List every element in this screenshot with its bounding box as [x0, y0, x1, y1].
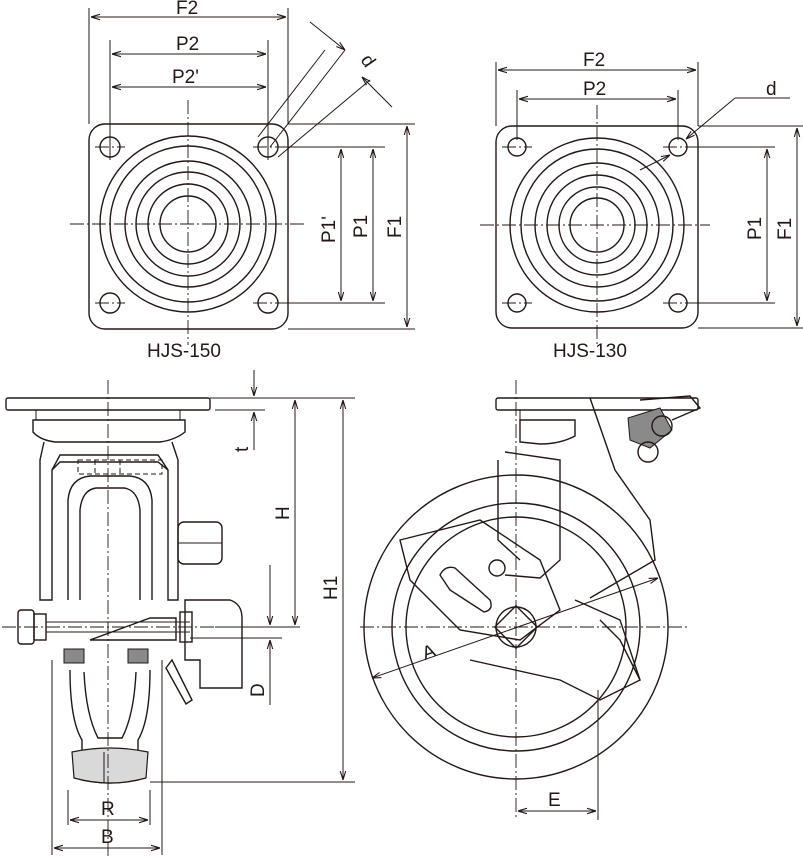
- dim-f1-label: F1: [385, 216, 406, 238]
- dim-h1-label: H1: [321, 576, 342, 600]
- dim-p1-label: P1: [351, 215, 372, 238]
- front-view: t H H1 D R B: [2, 370, 355, 858]
- dim-f1-label: F1: [775, 218, 796, 240]
- dim-p1-prime-label: P1': [319, 216, 340, 243]
- dim-d-label: d: [356, 51, 379, 72]
- dim-h-label: H: [273, 506, 294, 520]
- dim-a-label: A: [420, 641, 439, 665]
- dim-p2-label: P2: [176, 34, 199, 55]
- dim-f2-label: F2: [176, 0, 198, 19]
- dim-d-label: d: [766, 79, 777, 100]
- dim-f2-label: F2: [583, 50, 605, 71]
- dim-e-label: E: [548, 790, 561, 811]
- dim-d-label: D: [248, 683, 269, 697]
- dim-p2-label: P2: [583, 79, 606, 100]
- dim-r-label: R: [101, 799, 115, 820]
- dim-b-label: B: [101, 827, 114, 848]
- hjs130-top-view: F2 P2 d P1 F1 HJS-130: [480, 50, 803, 362]
- model-caption-hjs130: HJS-130: [553, 341, 627, 362]
- side-view: A E: [360, 380, 702, 820]
- hjs150-top-view: F2 P2 P2' d P1' P1 F1 HJS-150: [70, 0, 415, 362]
- model-caption-hjs150: HJS-150: [147, 341, 221, 362]
- dim-p2-prime-label: P2': [172, 67, 199, 88]
- dim-t-label: t: [232, 446, 253, 452]
- dim-p1-label: P1: [745, 217, 766, 240]
